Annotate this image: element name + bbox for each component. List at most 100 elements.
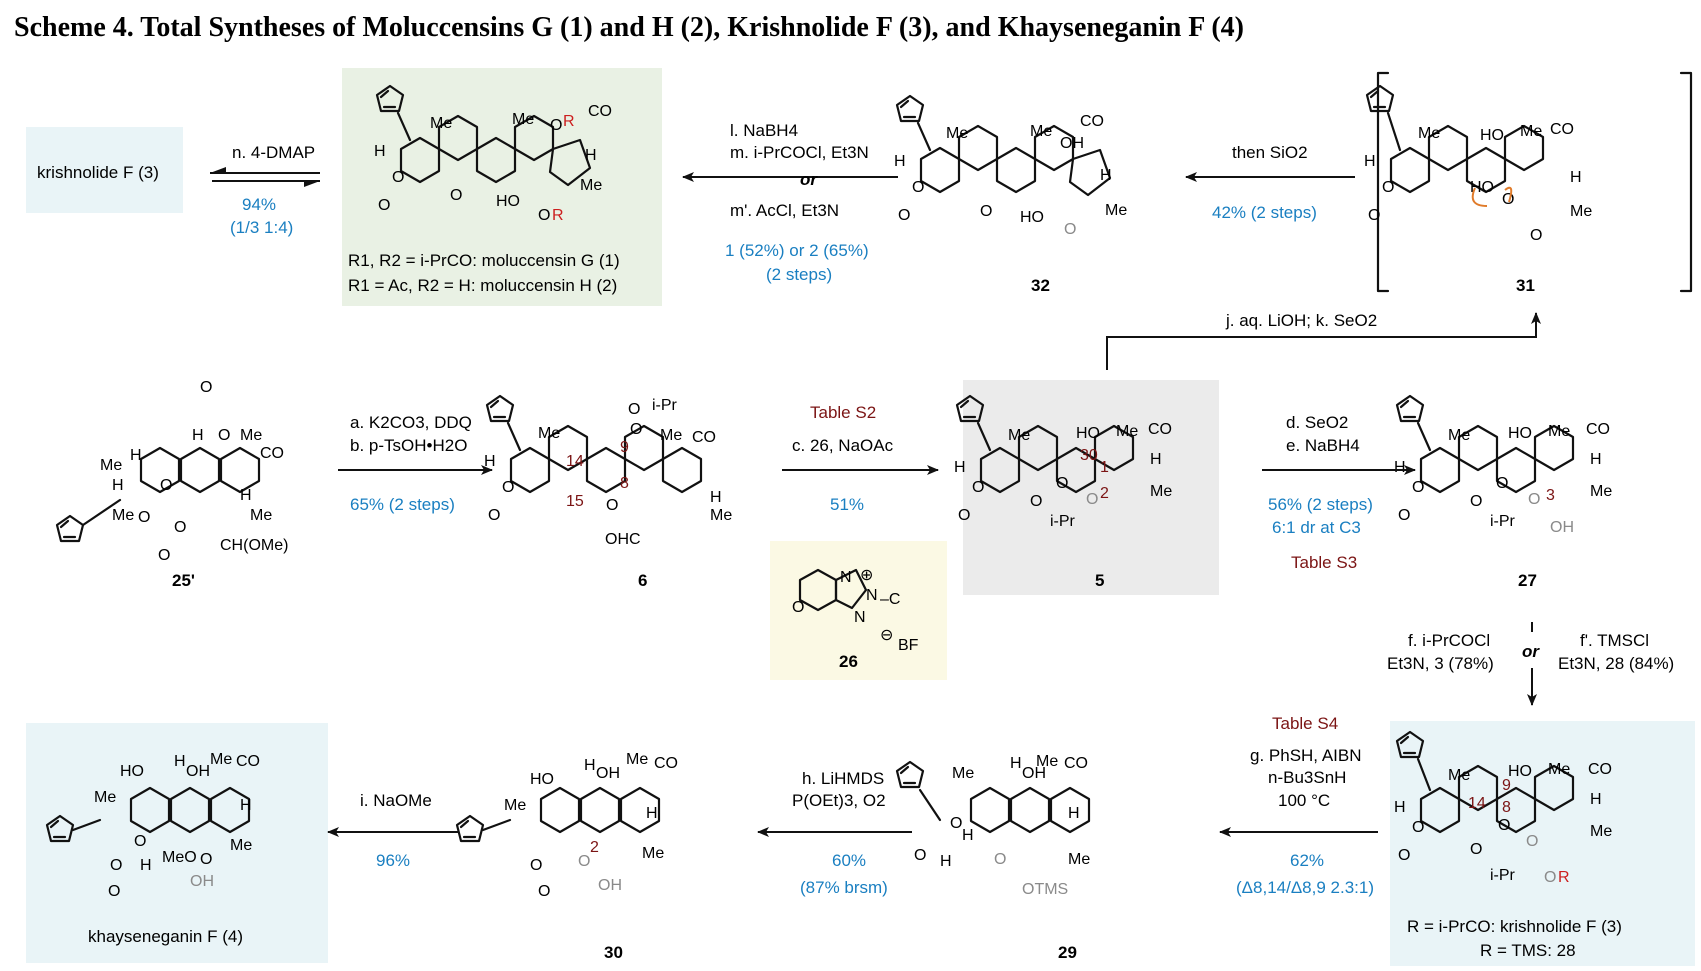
label-krishnolide: krishnolide F (3) [37, 163, 159, 182]
step-sio2: then SiO2 [1232, 143, 1308, 162]
svg-text:H: H [1590, 451, 1602, 468]
step-h2: P(OEt)3, O2 [792, 791, 886, 810]
khayseneganin-box [26, 723, 328, 963]
svg-text:O: O [898, 207, 910, 224]
yield-h2: (87% brsm) [800, 878, 888, 897]
svg-text:Me: Me [1036, 753, 1058, 770]
svg-text:H: H [585, 147, 597, 164]
label-25prime: 25' [172, 571, 195, 590]
svg-text:Me: Me [240, 427, 262, 444]
table-s4: Table S4 [1272, 714, 1338, 733]
structure-5: H O O Me HO Me CO 30 1 2 O O O i-Pr Me H [954, 394, 1172, 530]
svg-text:Me: Me [1418, 125, 1440, 142]
svg-text:CO: CO [260, 445, 284, 462]
svg-text:O: O [1398, 507, 1410, 524]
svg-text:O: O [1056, 475, 1068, 492]
svg-text:OH: OH [596, 765, 620, 782]
svg-text:O: O [1498, 817, 1510, 834]
svg-text:H: H [954, 459, 966, 476]
svg-text:O: O [550, 117, 562, 134]
scheme-title: Scheme 4. Total Syntheses of Moluccensin… [14, 12, 1244, 43]
label-molH: R1 = Ac, R2 = H: moluccensin H (2) [348, 276, 617, 295]
svg-text:O: O [1064, 221, 1076, 238]
svg-text:O: O [1502, 191, 1514, 208]
svg-text:15: 15 [566, 493, 584, 510]
svg-text:Me: Me [210, 751, 232, 768]
label-5: 5 [1095, 571, 1104, 590]
svg-text:Me: Me [1448, 427, 1470, 444]
arrow-n-forward-head [210, 167, 226, 173]
label-26: 26 [839, 652, 858, 671]
svg-text:O: O [912, 179, 924, 196]
svg-text:MeO: MeO [162, 849, 197, 866]
svg-text:Me: Me [504, 797, 526, 814]
svg-text:O: O [1470, 841, 1482, 858]
svg-text:Me: Me [512, 111, 534, 128]
svg-text:Me: Me [580, 177, 602, 194]
label-31: 31 [1516, 276, 1535, 295]
yield-lm2: (2 steps) [766, 265, 832, 284]
step-a: a. K2CO3, DDQ [350, 413, 472, 432]
svg-text:Me: Me [660, 427, 682, 444]
svg-text:N: N [854, 609, 866, 626]
svg-text:CO: CO [1080, 113, 1104, 130]
svg-text:O: O [994, 851, 1006, 868]
structure-29: Me H OH Me CO O O H H O OTMS H Me [895, 753, 1090, 898]
svg-text:HO: HO [1076, 425, 1100, 442]
svg-text:OH: OH [1550, 519, 1574, 536]
step-f2: Et3N, 3 (78%) [1387, 654, 1494, 673]
step-f: f. i-PrCOCl [1408, 631, 1490, 650]
svg-text:H: H [1068, 805, 1080, 822]
label-28b: R = TMS: 28 [1480, 941, 1576, 960]
svg-text:O: O [538, 207, 550, 224]
svg-text:O: O [174, 519, 186, 536]
structure-31: H O O Me HO Me CO HO O O Me H [1364, 84, 1592, 244]
yield-n: 94% [242, 195, 276, 214]
step-or: or [800, 170, 818, 189]
dr-de: 6:1 dr at C3 [1272, 518, 1361, 537]
svg-text:Me: Me [1030, 123, 1052, 140]
svg-text:O: O [1412, 819, 1424, 836]
svg-text:O: O [502, 479, 514, 496]
svg-text:H: H [646, 805, 658, 822]
svg-text:Me: Me [1570, 203, 1592, 220]
svg-text:Me: Me [1448, 767, 1470, 784]
svg-text:O: O [392, 169, 404, 186]
structure-28: H O O Me 14 9 8 HO Me CO O O O i-Pr O R … [1394, 730, 1612, 886]
svg-text:O: O [158, 547, 170, 564]
structure-moluccensin: H O O Me Me O R CO O HO O R Me H [374, 84, 612, 224]
svg-text:i-Pr: i-Pr [1050, 513, 1076, 530]
svg-text:3: 3 [1546, 487, 1555, 504]
svg-text:H: H [710, 489, 722, 506]
step-c: c. 26, NaOAc [792, 436, 894, 455]
svg-text:H: H [484, 453, 496, 470]
svg-text:H: H [1570, 169, 1582, 186]
svg-text:i-Pr: i-Pr [1490, 513, 1516, 530]
svg-text:⊕: ⊕ [860, 567, 873, 584]
step-g3: 100 °C [1278, 791, 1330, 810]
svg-text:Me: Me [1068, 851, 1090, 868]
svg-text:H: H [962, 827, 974, 844]
label-molG: R1, R2 = i-PrCO: moluccensin G (1) [348, 251, 620, 270]
step-g1: g. PhSH, AIBN [1250, 746, 1362, 765]
moluccensin-box [342, 68, 662, 306]
structure-6: H O O Me 14 15 9 8 O O O i-Pr Me CO H Me… [484, 394, 732, 548]
svg-text:OH: OH [598, 877, 622, 894]
svg-text:HO: HO [1508, 763, 1532, 780]
svg-text:HO: HO [496, 193, 520, 210]
svg-text:O: O [378, 197, 390, 214]
label-27: 27 [1518, 571, 1537, 590]
svg-text:O: O [1030, 493, 1042, 510]
structure-27: H O O Me HO Me CO O O O i-Pr 3 OH Me H [1394, 394, 1612, 536]
svg-text:Me: Me [430, 115, 452, 132]
svg-text:O: O [606, 497, 618, 514]
step-mprime: m'. AcCl, Et3N [730, 201, 839, 220]
reagent-26-box [770, 541, 947, 680]
svg-text:O: O [914, 847, 926, 864]
step-fprime: f'. TMSCl [1580, 631, 1649, 650]
step-jk: j. aq. LiOH; k. SeO2 [1225, 311, 1377, 330]
label-28a: R = i-PrCO: krishnolide F (3) [1407, 917, 1622, 936]
svg-text:O: O [1470, 493, 1482, 510]
svg-text:9: 9 [1502, 777, 1511, 794]
svg-text:14: 14 [566, 453, 584, 470]
